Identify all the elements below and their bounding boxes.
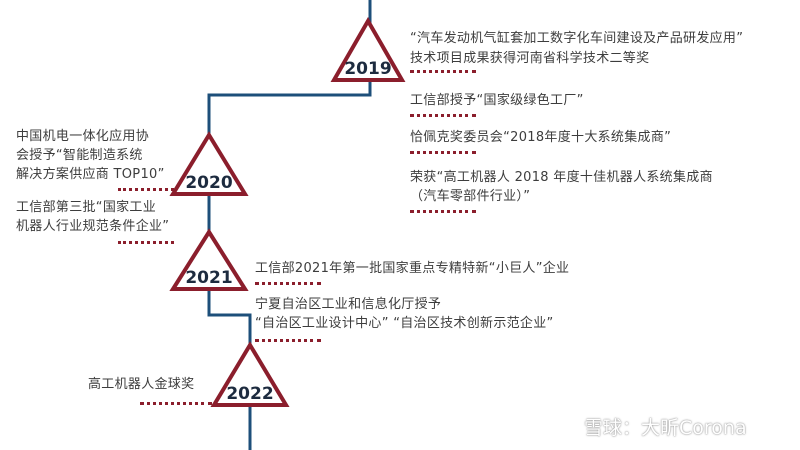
- entry-2019-provincial-award-line1: “汽车发动机气缸套加工数字化车间建设及产品研发应用”: [410, 31, 744, 46]
- entry-2019-gg-robot-line1: 荣获“高工机器人 2018 年度十佳机器人系统集成商: [410, 170, 713, 185]
- year-label-2019: 2019: [344, 59, 391, 79]
- year-marker-2020: 2020: [169, 131, 249, 196]
- dotted-underline: [118, 241, 174, 244]
- entry-2019-green-factory: 工信部授予“国家级绿色工厂”: [410, 93, 584, 108]
- entry-2021-ningxia-line1: 宁夏自治区工业和信息化厅授予: [255, 297, 442, 312]
- dotted-underline: [410, 114, 476, 117]
- year-label-2020: 2020: [185, 173, 232, 193]
- dotted-underline: [255, 282, 321, 285]
- watermark: 雪球：大昕Corona: [556, 413, 747, 440]
- dotted-underline: [140, 402, 212, 405]
- dotted-underline: [255, 339, 321, 342]
- entry-2021-little-giant: 工信部2021年第一批国家重点专精特新“小巨人”企业: [255, 261, 570, 276]
- dotted-underline: [410, 70, 476, 73]
- triangle-2019: [330, 16, 406, 82]
- snowball-logo-icon: [556, 416, 578, 437]
- dotted-underline: [118, 188, 174, 191]
- entry-2020-top10-line3: 解决方案供应商 TOP10”: [16, 167, 165, 182]
- dotted-underline: [410, 210, 476, 213]
- year-label-2022: 2022: [226, 384, 273, 404]
- entry-2019-capek-award: 恰佩克奖委员会“2018年度十大系统集成商”: [410, 130, 672, 145]
- watermark-text: 雪球：大昕Corona: [584, 417, 747, 439]
- entry-2021-ningxia-line2: “自治区工业设计中心” “自治区技术创新示范企业”: [255, 316, 554, 331]
- timeline-path: [207, 0, 372, 450]
- entry-2019-provincial-award-line2: 技术项目成果获得河南省科学技术二等奖: [410, 51, 650, 66]
- entry-2022-golden-ball: 高工机器人金球奖: [88, 377, 195, 392]
- year-marker-2019: 2019: [330, 16, 406, 82]
- entry-2020-top10-line1: 中国机电一体化应用协: [16, 129, 150, 144]
- triangle-2022: [210, 341, 290, 407]
- year-label-2021: 2021: [185, 268, 232, 288]
- year-marker-2022: 2022: [210, 341, 290, 407]
- year-marker-2021: 2021: [169, 228, 249, 291]
- entry-2019-gg-robot-line2: （汽车零部件行业）”: [410, 189, 531, 204]
- triangle-2020: [169, 131, 249, 196]
- entry-2020-industrial-robot-line1: 工信部第三批“国家工业: [16, 200, 157, 215]
- entry-2020-industrial-robot-line2: 机器人行业规范条件企业”: [16, 219, 170, 234]
- triangle-2021: [169, 228, 249, 291]
- entry-2020-top10-line2: 会授予“智能制造系统: [16, 148, 143, 163]
- dotted-underline: [410, 151, 476, 154]
